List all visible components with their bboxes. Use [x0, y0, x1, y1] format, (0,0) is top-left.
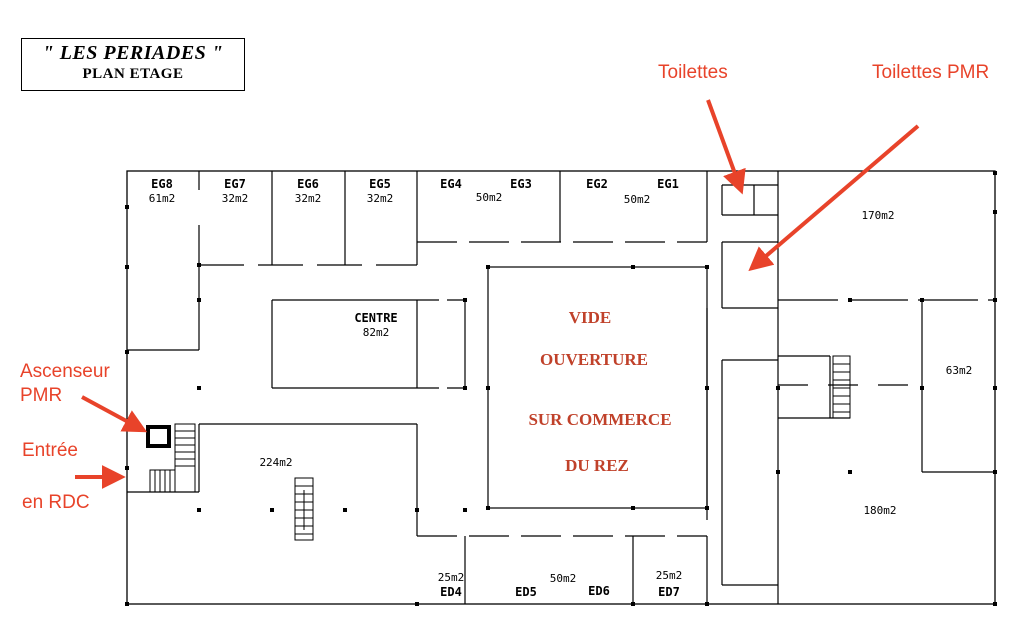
room-eg5-name: EG5 [369, 177, 391, 191]
room-centre-name: CENTRE [354, 311, 397, 325]
arrow-toilettes [706, 99, 746, 195]
room-labels: EG8 61m2 EG7 32m2 EG6 32m2 EG5 32m2 EG4 … [149, 177, 973, 599]
room-63-area: 63m2 [946, 364, 973, 377]
room-ed7-area: 25m2 [656, 569, 683, 582]
label-ascenseur-pmr: PMR [20, 385, 63, 406]
room-eg5-area: 32m2 [367, 192, 394, 205]
room-eg6-name: EG6 [297, 177, 319, 191]
plan-title-box: " LES PERIADES " PLAN ETAGE [21, 38, 245, 91]
void-line-4: DU REZ [565, 456, 629, 475]
room-eg2-name: EG2 [586, 177, 608, 191]
room-eg3-name: EG3 [510, 177, 532, 191]
label-ascenseur: Ascenseur [20, 361, 110, 382]
column-dots [125, 171, 997, 606]
plan-title: " LES PERIADES " [42, 42, 224, 64]
label-toilettes-pmr: Toilettes PMR [872, 62, 990, 83]
room-eg6-area: 32m2 [295, 192, 322, 205]
label-entree: Entrée [22, 440, 78, 461]
void-labels: VIDE OUVERTURE SUR COMMERCE DU REZ [528, 308, 671, 475]
label-entree-rdc: en RDC [22, 492, 90, 513]
room-eg21-area: 50m2 [624, 193, 651, 206]
room-centre-area: 82m2 [363, 326, 390, 339]
room-eg7-area: 32m2 [222, 192, 249, 205]
walls [127, 171, 995, 604]
plan-subtitle: PLAN ETAGE [82, 66, 184, 82]
building-outline [126, 170, 996, 605]
room-eg8-area: 61m2 [149, 192, 176, 205]
room-ed4-area: 25m2 [438, 571, 465, 584]
room-170-area: 170m2 [861, 209, 894, 222]
room-ed4-name: ED4 [440, 585, 462, 599]
annotation-arrows [75, 99, 920, 489]
arrow-toilettes-pmr [748, 124, 920, 272]
arrow-ascenseur [81, 395, 148, 433]
room-ed6-name: ED6 [588, 584, 610, 598]
main-hall-area: 224m2 [259, 456, 292, 469]
room-ed56-area: 50m2 [550, 572, 577, 585]
void-line-3: SUR COMMERCE [528, 410, 671, 429]
stairs [149, 355, 851, 541]
room-eg43-area: 50m2 [476, 191, 503, 204]
void-line-1: VIDE [569, 308, 612, 327]
elevator-pmr [146, 425, 171, 448]
room-ed5-name: ED5 [515, 585, 537, 599]
room-180-area: 180m2 [863, 504, 896, 517]
room-eg4-name: EG4 [440, 177, 462, 191]
room-eg1-name: EG1 [657, 177, 679, 191]
room-eg7-name: EG7 [224, 177, 246, 191]
room-ed7-name: ED7 [658, 585, 680, 599]
void-line-2: OUVERTURE [540, 350, 648, 369]
room-eg8-name: EG8 [151, 177, 173, 191]
label-toilettes: Toilettes [658, 62, 728, 83]
